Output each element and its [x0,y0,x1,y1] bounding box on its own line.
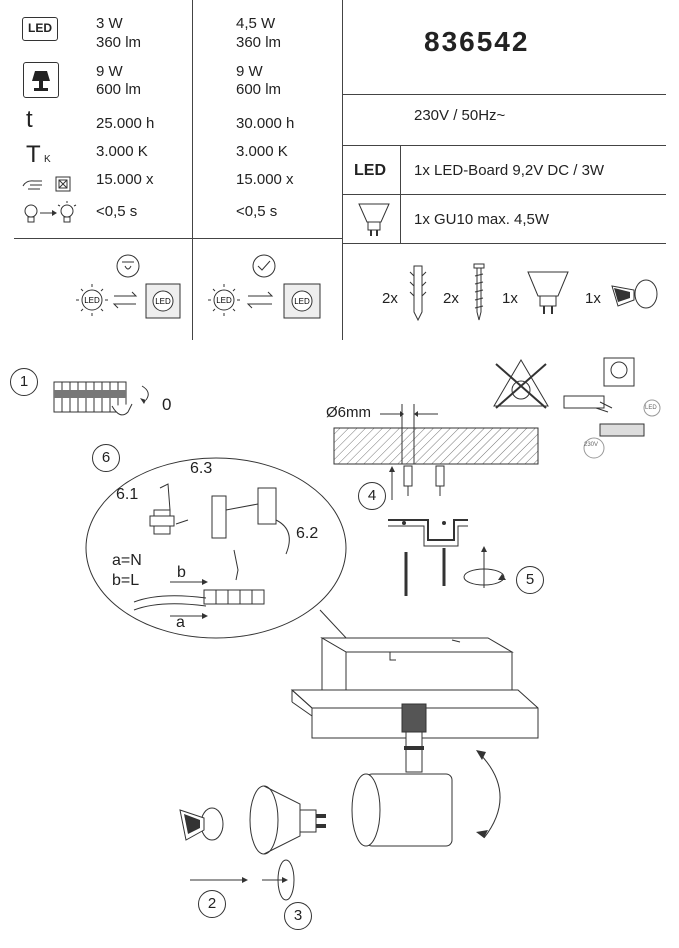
col1-bulb-lumen: 600 lm [96,81,142,98]
led-exchange-user-icon: LED LED [200,252,330,324]
driver-led-label: LED [645,405,657,411]
driver-voltage-label: 230V [584,442,599,448]
tool-qty: 1x [585,290,601,307]
insert-arrows [186,856,316,901]
col1-temp: 3.000 K [96,143,148,160]
rotate-arrow-step5 [462,562,512,592]
mounting-bracket-drawing [384,512,504,602]
led-row-label: LED [354,162,386,179]
step-6-3-label: 6.3 [190,460,213,477]
col2-temp: 3.000 K [236,143,288,160]
step-1-marker: 1 [10,368,38,396]
life-icon: t [26,106,33,133]
driver-exchange-icon [560,356,670,460]
screw-icon [471,262,487,324]
gu10-part-icon [526,268,570,318]
led-exchange-technician-icon: LED LED [70,252,190,324]
step-5-marker: 5 [516,566,544,594]
col1-start: <0,5 s [96,203,138,220]
gu10-bulb-icon [357,200,391,240]
col1-led-power: 3 W [96,15,123,32]
gu10-text: 1x GU10 max. 4,5W [414,211,550,228]
step-6-1-label: 6.1 [116,486,139,503]
col2-start: <0,5 s [236,203,278,220]
wiring-detail-bubble [80,450,360,641]
suction-tool-drawing [178,800,228,844]
gu10-bulb-drawing [240,780,332,870]
suction-tool-icon [608,272,660,314]
bulb-qty: 1x [502,290,518,307]
drill-size: Ø6mm [326,404,371,421]
tilt-arrow [470,744,520,844]
terminal-block-icon [48,376,158,420]
svg-text:LED: LED [84,296,100,305]
step-2-marker: 2 [198,890,226,918]
step-6-2-label: 6.2 [296,525,319,542]
col2-bulb-power: 9 W [236,63,263,80]
col1-led-lumen: 360 lm [96,34,142,51]
wire-b-legend: b=L [112,572,140,589]
wire-a-label: a [176,614,185,631]
col2-led-lumen: 360 lm [236,34,282,51]
step-4-marker: 4 [358,482,386,510]
screws-qty: 2x [443,290,459,307]
col2-life: 30.000 h [236,115,295,132]
col1-bulb-power: 9 W [96,63,123,80]
led-board-text: 1x LED-Board 9,2V DC / 3W [414,162,605,179]
col2-cycles: 15.000 x [236,171,294,188]
col1-life: 25.000 h [96,115,155,132]
led-badge-icon: LED [22,17,58,41]
ceiling-drilling-drawing [330,404,540,514]
no-dimmer-warning-icon [490,356,552,412]
voltage-text: 230V / 50Hz~ [414,107,506,124]
step-6-marker: 6 [92,444,120,472]
start-time-icon [22,201,82,227]
step-3-marker: 3 [284,902,312,930]
svg-text:LED: LED [216,296,232,305]
wire-a-legend: a=N [112,552,142,569]
col2-bulb-lumen: 600 lm [236,81,282,98]
wire-arrows [130,576,220,620]
wiring-connectors-drawing [120,480,300,620]
lamp-icon [23,62,59,98]
spotlight-stem [398,700,432,780]
temp-sub-label: K [44,154,51,165]
temp-icon: T [26,141,41,168]
col2-led-power: 4,5 W [236,15,276,32]
svg-text:LED: LED [294,297,310,306]
product-code: 836542 [424,26,530,57]
svg-text:LED: LED [155,297,171,306]
dowels-qty: 2x [382,290,398,307]
switch-cycle-icon [20,174,76,194]
step-1-value: 0 [162,395,172,414]
spotlight-head [342,766,462,856]
col1-cycles: 15.000 x [96,171,154,188]
wire-b-label: b [177,564,186,581]
dowel-icon [405,262,431,324]
